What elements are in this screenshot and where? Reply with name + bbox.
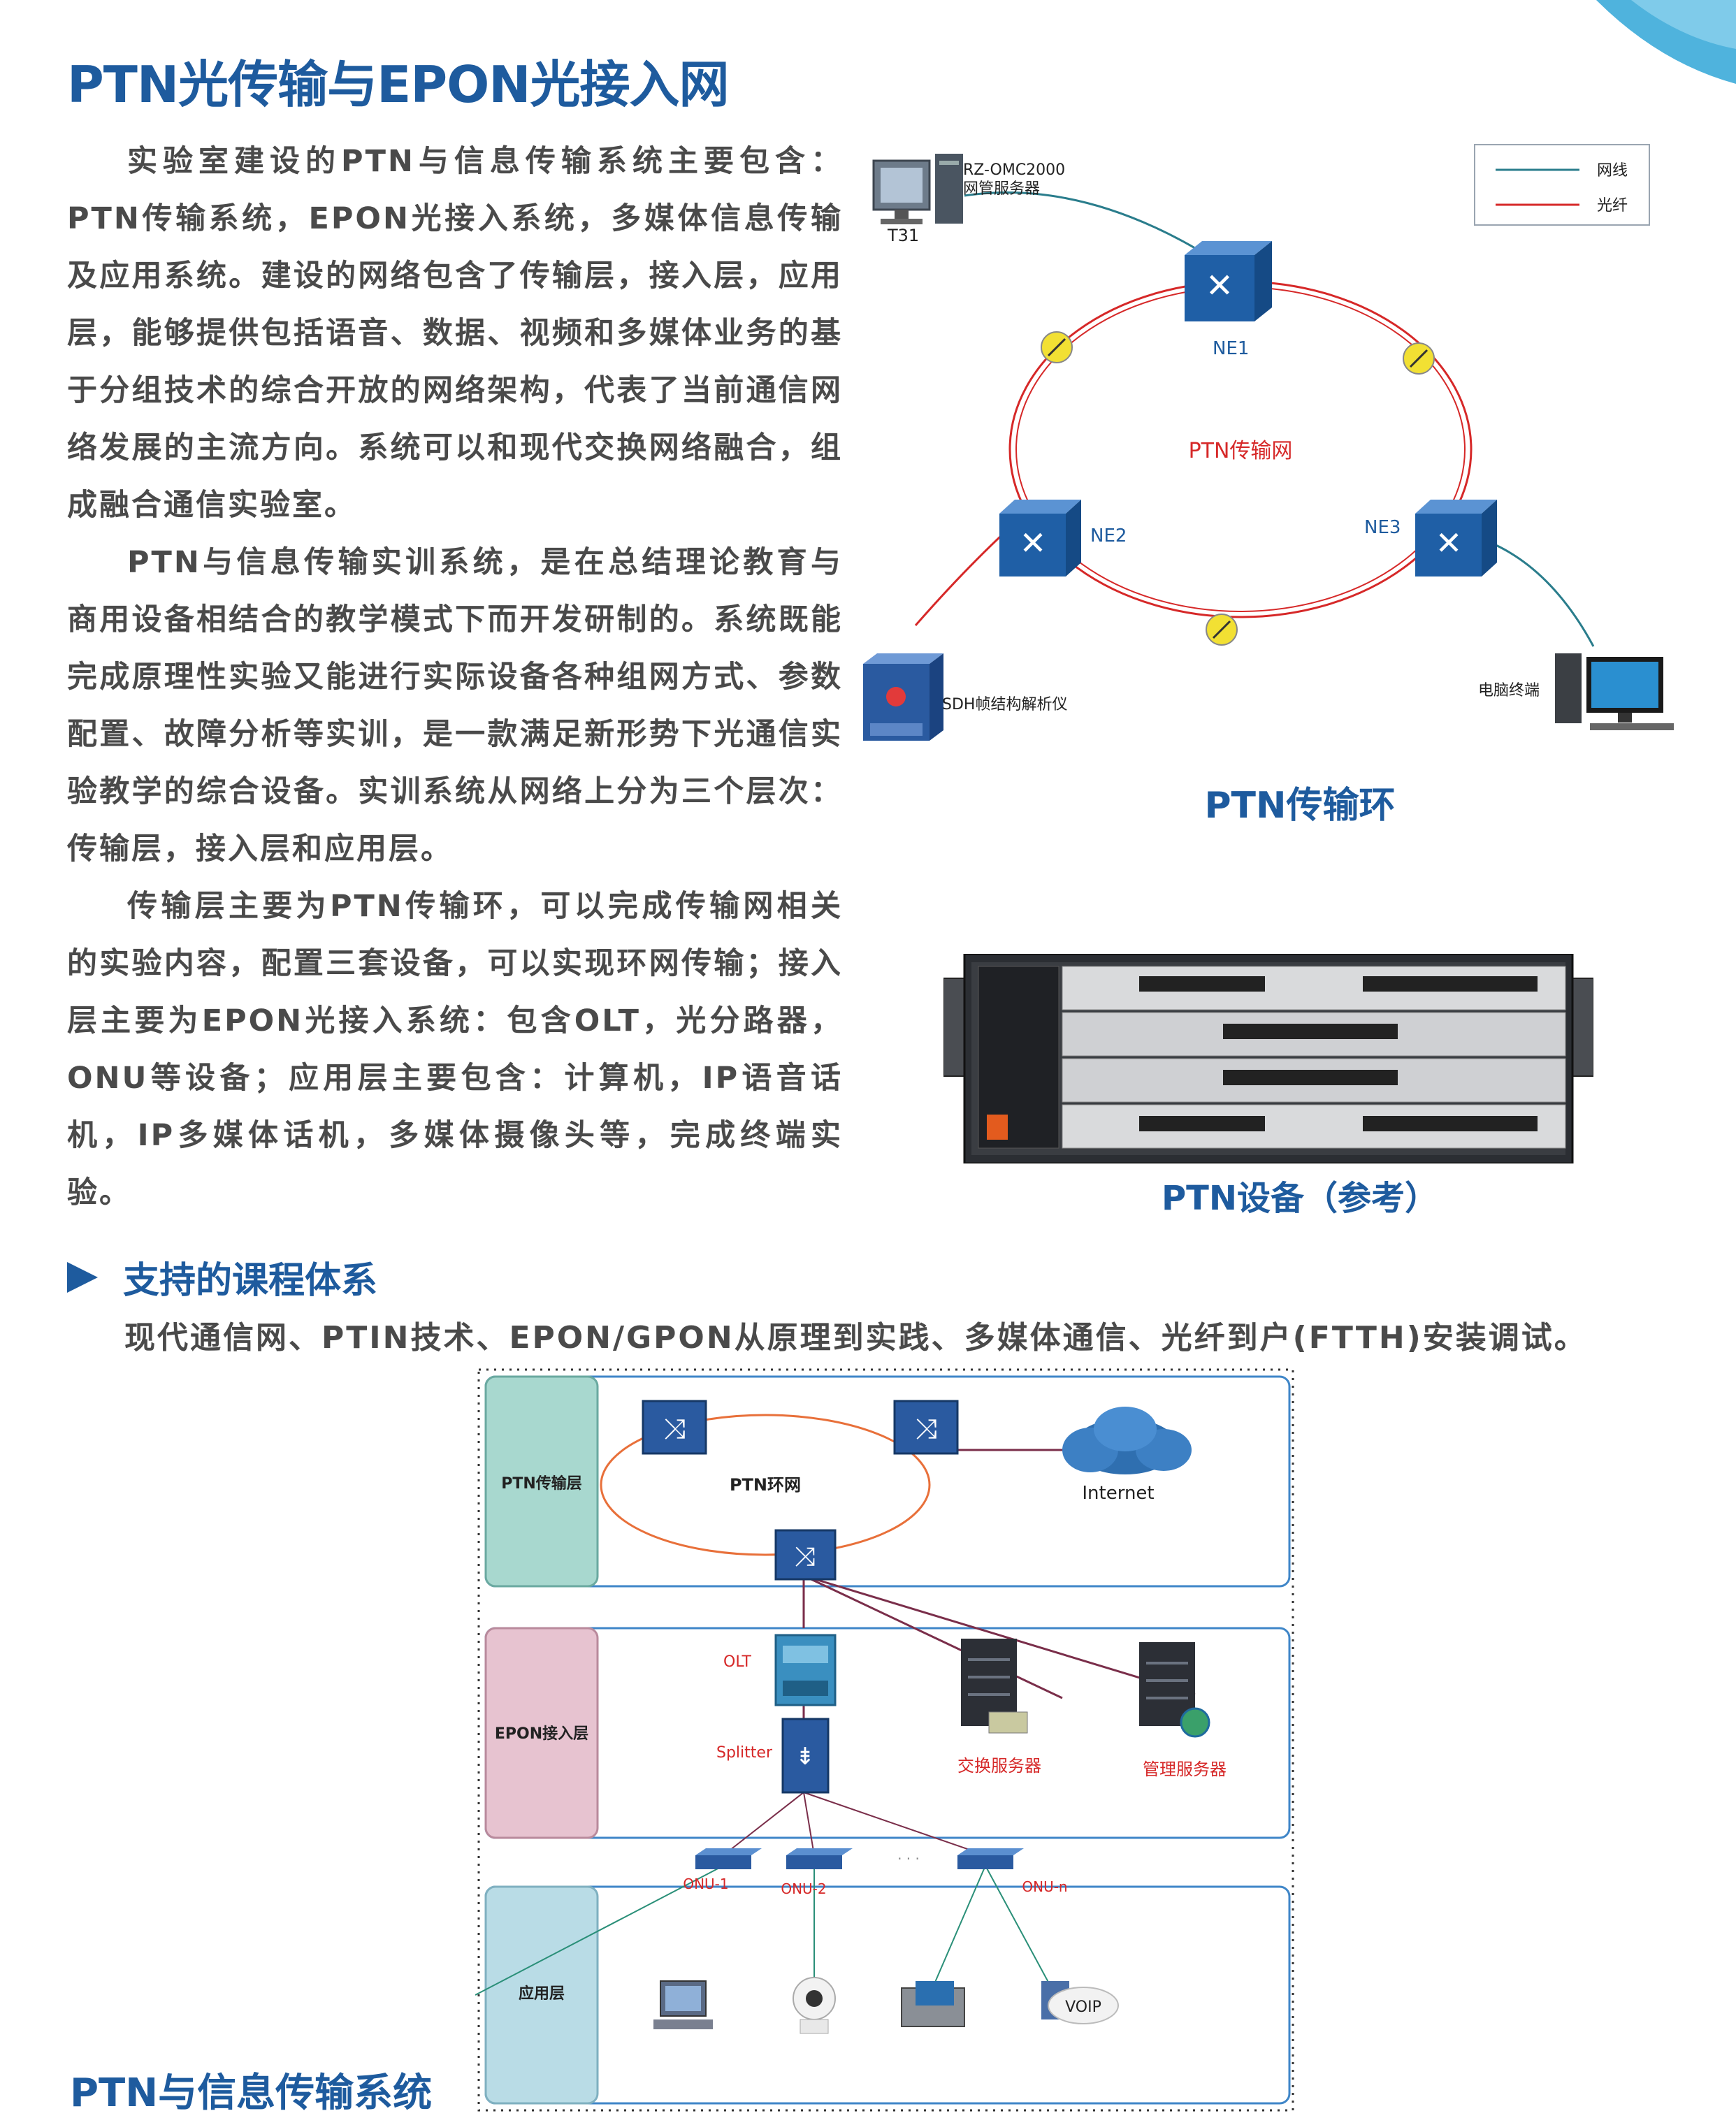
onun-label: ONU-n <box>1022 1878 1067 1895</box>
voip-label: VOIP <box>1065 1999 1101 2016</box>
page-title: PTN光传输与EPON光接入网 <box>67 55 730 114</box>
onu-device-icon <box>695 1848 762 1869</box>
intro-paragraph: 实验室建设的PTN与信息传输系统主要包含：PTN传输系统，EPON光接入系统，多… <box>67 144 843 523</box>
svg-text:✕: ✕ <box>1020 524 1047 562</box>
onu-device-icon <box>957 1848 1024 1869</box>
layer-transport-band <box>484 1375 599 1588</box>
legend-cable: 网线 <box>1597 162 1628 180</box>
layer-access-band <box>484 1627 599 1839</box>
svg-text:⤨: ⤨ <box>795 1541 816 1572</box>
ptn-device-image <box>943 954 1593 1163</box>
internet-label: Internet <box>1082 1483 1154 1504</box>
ptn-switch-icon: ⤨ <box>642 1400 707 1455</box>
footer-title: PTN与信息传输系统 <box>70 2070 433 2116</box>
network-architecture-diagram: PTN传输层 EPON接入层 应用层 PTN环网 ⤨ ⤨ ⤨ <box>475 1368 1294 2112</box>
corner-decoration <box>1596 0 1736 84</box>
intro-text: 实验室建设的PTN与信息传输系统主要包含：PTN传输系统，EPON光接入系统，多… <box>67 133 843 1221</box>
svg-text:⤨: ⤨ <box>915 1413 937 1445</box>
sdh-label: SDH帧结构解析仪 <box>942 696 1067 713</box>
arch-ring-label: PTN环网 <box>730 1475 801 1495</box>
ptn-ring-ellipse <box>600 1414 931 1556</box>
olt-device-icon <box>774 1634 837 1706</box>
svg-text:✕: ✕ <box>1435 524 1463 562</box>
internet-cloud-icon <box>1062 1407 1192 1474</box>
ne2-label: NE2 <box>1090 525 1127 546</box>
management-server-icon <box>1139 1642 1210 1738</box>
ring-caption: PTN传输环 <box>1204 785 1396 827</box>
ne2-router-icon: ✕ <box>999 500 1081 576</box>
intro-paragraph: 传输层主要为PTN传输环，可以完成传输网相关的实验内容，配置三套设备，可以实现环… <box>67 889 843 1210</box>
triangle-bullet-icon <box>67 1261 98 1293</box>
fiber-connector-icon <box>1403 342 1435 375</box>
server-desc: 网管服务器 <box>963 180 1040 198</box>
terminal-label: 电脑终端 <box>1478 682 1540 699</box>
legend: 网线 光纤 <box>1474 144 1650 226</box>
sdh-analyzer-icon <box>863 653 943 741</box>
device-caption: PTN设备（参考） <box>1161 1179 1439 1218</box>
splitter-device-icon: ⇟ <box>781 1718 830 1794</box>
fiber-connector-icon <box>1206 614 1238 646</box>
camera-icon <box>793 1977 836 2034</box>
svg-text:⇟: ⇟ <box>795 1743 816 1771</box>
ne1-router-icon: ✕ <box>1185 241 1272 321</box>
terminal-computer-icon <box>1555 653 1674 730</box>
svg-text:✕: ✕ <box>1206 266 1234 305</box>
ptn-ring-diagram: RZ-OMC2000 网管服务器 T31 网线 光纤 ✕ NE1 ✕ NE2 ✕… <box>863 144 1674 741</box>
ne3-label: NE3 <box>1364 517 1401 538</box>
course-text: 现代通信网、PTIN技术、EPON/GPON从原理到实践、多媒体通信、光纤到户(… <box>124 1320 1587 1356</box>
pc-terminal-icon <box>653 1980 713 2029</box>
course-heading-text: 支持的课程体系 <box>123 1260 378 1302</box>
ptn-switch-icon: ⤨ <box>893 1400 959 1455</box>
ip-phone-icon <box>901 1981 965 2027</box>
layer-app-band <box>484 1885 599 2105</box>
pc-label: T31 <box>887 226 919 245</box>
ring-label: PTN传输网 <box>1189 439 1293 463</box>
ptn-switch-icon: ⤨ <box>774 1529 837 1581</box>
layer-app-label: 应用层 <box>519 1985 565 2003</box>
onu-device-icon <box>786 1848 853 1869</box>
layer-transport-label: PTN传输层 <box>501 1474 582 1493</box>
olt-label: OLT <box>723 1653 752 1671</box>
onu1-label: ONU-1 <box>683 1876 728 1892</box>
intro-paragraph: PTN与信息传输实训系统，是在总结理论教育与商用设备相结合的教学模式下而开发研制… <box>67 545 843 866</box>
onu2-label: ONU-2 <box>781 1880 826 1897</box>
layer-access-label: EPON接入层 <box>495 1725 588 1743</box>
server-computer-icon <box>872 154 963 224</box>
ne3-router-icon: ✕ <box>1415 500 1497 576</box>
mgmt-server-label: 管理服务器 <box>1143 1760 1227 1779</box>
course-heading: 支持的课程体系 <box>67 1251 377 1303</box>
switch-server-label: 交换服务器 <box>957 1756 1041 1776</box>
svg-text:⤨: ⤨ <box>663 1413 686 1445</box>
server-name: RZ-OMC2000 <box>963 161 1065 179</box>
ne1-label: NE1 <box>1213 338 1249 359</box>
onu-dots: · · · <box>897 1850 920 1867</box>
splitter-label: Splitter <box>716 1744 773 1762</box>
legend-fiber: 光纤 <box>1597 197 1628 215</box>
switch-server-icon <box>961 1639 1028 1734</box>
fiber-connector-icon <box>1041 331 1073 363</box>
voip-phone-icon: VOIP <box>1041 1981 1119 2024</box>
